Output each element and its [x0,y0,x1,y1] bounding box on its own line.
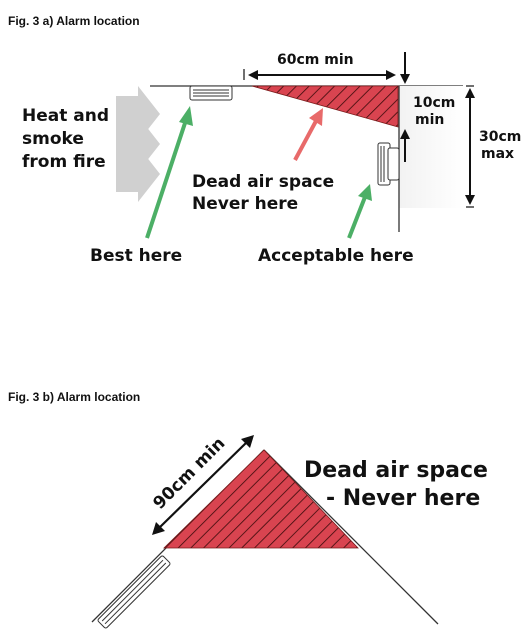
heat-smoke-arrows [116,86,160,202]
dead-air-arrow [293,108,323,161]
best-here-label: Best here [90,246,182,266]
dimension-30cm [465,85,475,208]
dimension-90cm [152,435,254,535]
dimension-10cm [400,52,410,162]
fig-a-caption: Fig. 3 a) Alarm location [8,14,140,28]
dead-air-label-b: Dead air space - Never here [304,458,496,511]
dead-air-triangle-b [163,449,359,549]
dim-30cm-label: 30cm max [479,129,526,162]
acceptable-here-arrow [347,184,372,239]
roof-right-line [263,449,439,625]
heat-line-1: Heat and [22,106,109,126]
heat-smoke-label: Heat and smoke from fire [22,106,115,172]
dead-air-triangle-a [251,85,399,128]
wall-detector-icon [377,142,400,186]
heat-line-3: from fire [22,152,106,172]
sloped-detector-icon [97,555,171,629]
heat-line-2: smoke [22,129,84,149]
dimension-60cm [243,69,396,80]
dim-10cm-label: 10cm min [413,95,460,128]
dead-air-label-a: Dead air space Never here [192,172,340,214]
best-here-arrow [145,106,193,239]
wall-shade [399,86,463,208]
fig-b-caption: Fig. 3 b) Alarm location [8,390,140,404]
dim-60cm-label: 60cm min [277,52,354,68]
acceptable-here-label: Acceptable here [258,246,414,266]
ceiling-detector-icon [189,85,233,101]
